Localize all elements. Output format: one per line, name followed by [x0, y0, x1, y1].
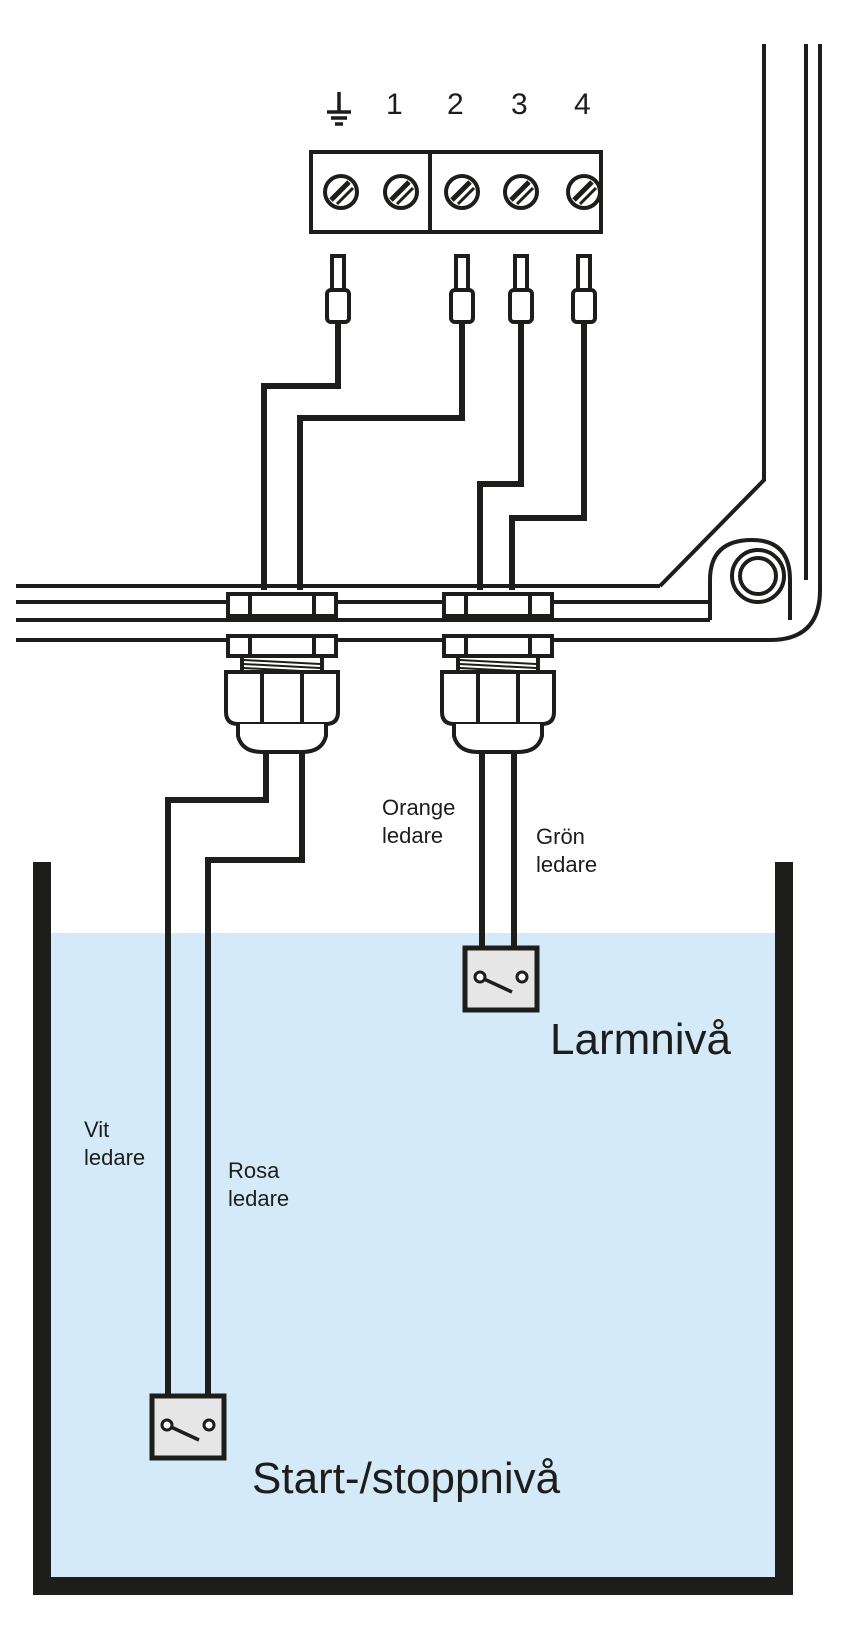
terminal-screw	[444, 174, 480, 210]
wire-white	[165, 750, 269, 1400]
wire-terminal-4	[509, 322, 587, 590]
ground-icon	[327, 92, 351, 126]
ferrules	[325, 254, 597, 324]
terminal-screw	[503, 174, 539, 210]
wire-terminal-3	[477, 322, 524, 590]
start-stop-level-label: Start-/stoppnivå	[252, 1454, 561, 1503]
terminal-1-label: 1	[386, 88, 403, 121]
white-wire-label: Vit ledare	[84, 1117, 146, 1170]
wire-ground	[261, 322, 341, 590]
internal-wires	[261, 322, 587, 590]
pink-wire-label: Rosa ledare	[228, 1158, 290, 1211]
wire-ferrule	[508, 254, 534, 324]
terminal-screw	[323, 174, 359, 210]
start-stop-float-switch	[149, 1393, 227, 1461]
alarm-level-label: Larmnivå	[550, 1015, 731, 1064]
tank	[33, 862, 793, 1595]
wire-ferrule	[571, 254, 597, 324]
wire-ferrule	[325, 254, 351, 324]
wire-terminal-2	[297, 322, 465, 590]
orange-wire-label: Orange ledare	[382, 795, 456, 848]
terminal-3-label: 3	[511, 88, 528, 121]
terminal-screw	[383, 174, 419, 210]
terminal-screw	[566, 174, 602, 210]
green-wire-label: Grön ledare	[536, 824, 598, 877]
terminal-2-label: 2	[447, 88, 464, 121]
wire-pink	[205, 750, 305, 1400]
alarm-float-switch	[462, 945, 540, 1013]
terminal-screws	[323, 174, 602, 210]
enclosure-outline	[16, 44, 822, 642]
cable-gland	[440, 592, 556, 754]
wire-ferrule	[449, 254, 475, 324]
cable-gland	[224, 592, 340, 754]
external-wires	[165, 750, 517, 1400]
terminal-4-label: 4	[574, 88, 591, 121]
